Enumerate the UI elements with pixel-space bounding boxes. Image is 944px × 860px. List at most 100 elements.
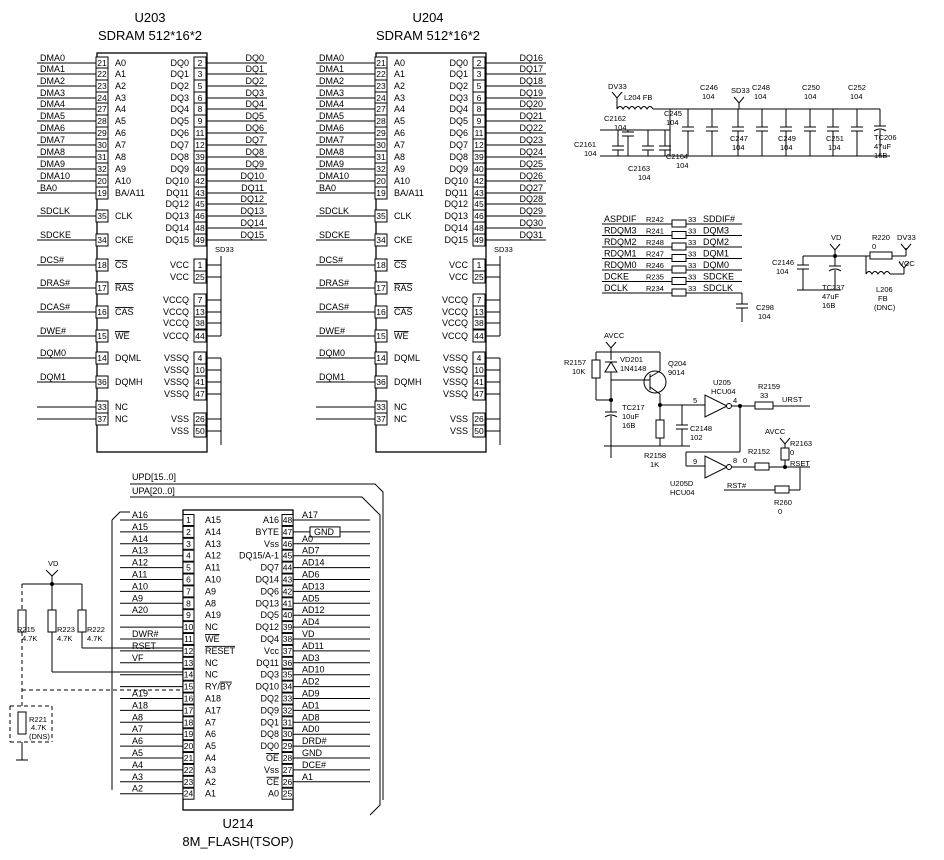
tc206-capacitor	[873, 128, 887, 132]
u204-pin-num: 34	[376, 235, 386, 245]
u203-pin-name: CAS	[115, 307, 134, 317]
u203-pin-num: 7	[198, 295, 203, 305]
r260-resistor	[774, 485, 790, 494]
u203-pin-num: 41	[195, 377, 205, 387]
u204-pin-num: 6	[477, 93, 482, 103]
u204-net-label: DMA10	[319, 171, 349, 181]
u214-net-label: AD3	[302, 653, 320, 663]
u203-pin-num: 20	[97, 176, 107, 186]
res-body	[671, 277, 687, 285]
u204-pin-num: 24	[376, 93, 386, 103]
u203-pin-name: VCCQ	[163, 295, 189, 305]
u203-pin-num: 28	[97, 116, 107, 126]
u203-pin-name: A4	[115, 104, 126, 114]
u204-pin-name: BA/A11	[394, 188, 424, 198]
u204-ref: U204	[412, 10, 443, 25]
u204-net-label: DCAS#	[319, 302, 349, 312]
u203-pin-name: VSSQ	[164, 377, 189, 387]
u214-pin-num: 15	[184, 682, 194, 692]
u214-pin-num: 11	[184, 634, 193, 644]
u214-pin-name: DQ13	[255, 598, 279, 608]
u204-pin-name: DQ7	[449, 140, 468, 150]
res-out-net: DQM3	[703, 226, 729, 236]
u205d-ref: U205D	[670, 479, 694, 488]
res-in-net: DCLK	[604, 283, 628, 293]
tc206-volt: 16B	[874, 151, 887, 160]
u214-pin-num: 8	[186, 598, 191, 608]
u204-pin-num: 50	[474, 426, 484, 436]
u203-pin-name: A3	[115, 93, 126, 103]
u214-pin-name: DQ7	[260, 563, 279, 573]
u203-pin-num: 49	[195, 235, 205, 245]
u203-pin-num: 31	[97, 152, 107, 162]
u204-pin-num: 18	[376, 260, 386, 270]
r2152-val: 0	[743, 456, 747, 465]
u204-net-label: DWE#	[319, 326, 345, 336]
u204-pin-num: 14	[376, 353, 386, 363]
u203-pin-num: 1	[198, 260, 203, 270]
cap-val: 104	[732, 143, 745, 152]
u204-net-label: DMA4	[319, 99, 344, 109]
u203-pin-name: A2	[115, 81, 126, 91]
u204-pin-name: DQMH	[394, 377, 422, 387]
u203-pin-name: DQ10	[165, 176, 189, 186]
u204-pin-num: 21	[376, 58, 386, 68]
r221-val: 4.7K	[31, 723, 46, 732]
r260-val: 0	[778, 507, 782, 516]
u214-pin-name: DQ0	[260, 741, 279, 751]
res-body	[671, 288, 687, 297]
u203-net-label: DQ12	[240, 194, 264, 204]
u205-pin-in: 5	[693, 396, 697, 405]
u203-pin-name: A6	[115, 128, 126, 138]
tc217-volt: 16B	[622, 421, 635, 430]
u204-pin-name: DQ0	[449, 58, 468, 68]
u214-net-label: AD12	[302, 605, 325, 615]
u203-pin-name: DQ12	[165, 199, 189, 209]
u204-pin-num: 11	[475, 128, 484, 138]
u214-net-label: A7	[132, 724, 143, 734]
u214-pin-name: A16	[263, 515, 279, 525]
u204-pin-num: 15	[376, 331, 386, 341]
u214-net-label: A16	[132, 510, 148, 520]
r2158-val: 1K	[650, 460, 659, 469]
u203-pin-name: DQMH	[115, 377, 143, 387]
u214-net-label: GND	[302, 748, 323, 758]
u203-pin-name: A0	[115, 58, 126, 68]
res-in-net: RDQM0	[604, 260, 637, 270]
u204-pin-num: 4	[477, 353, 482, 363]
u204-pin-name: VSSQ	[443, 389, 468, 399]
u214-pin-num: 43	[283, 575, 293, 585]
u203-ref: U203	[134, 10, 165, 25]
l206-note: (DNC)	[874, 303, 896, 312]
u204-pin-num: 49	[474, 235, 484, 245]
u203-pin-num: 27	[97, 104, 107, 114]
cap-ref: C247	[730, 134, 748, 143]
u203-pin-num: 8	[198, 104, 203, 114]
res-in-net: ASPDIF	[604, 214, 637, 224]
u203-pin-num: 11	[196, 128, 205, 138]
u203-pin-num: 50	[195, 426, 205, 436]
res-out-net: SDDIF#	[703, 214, 735, 224]
res-val: 33	[688, 273, 696, 282]
bus-upd-label: UPD[15..0]	[132, 472, 176, 482]
u204-net-label: DMA7	[319, 135, 344, 145]
